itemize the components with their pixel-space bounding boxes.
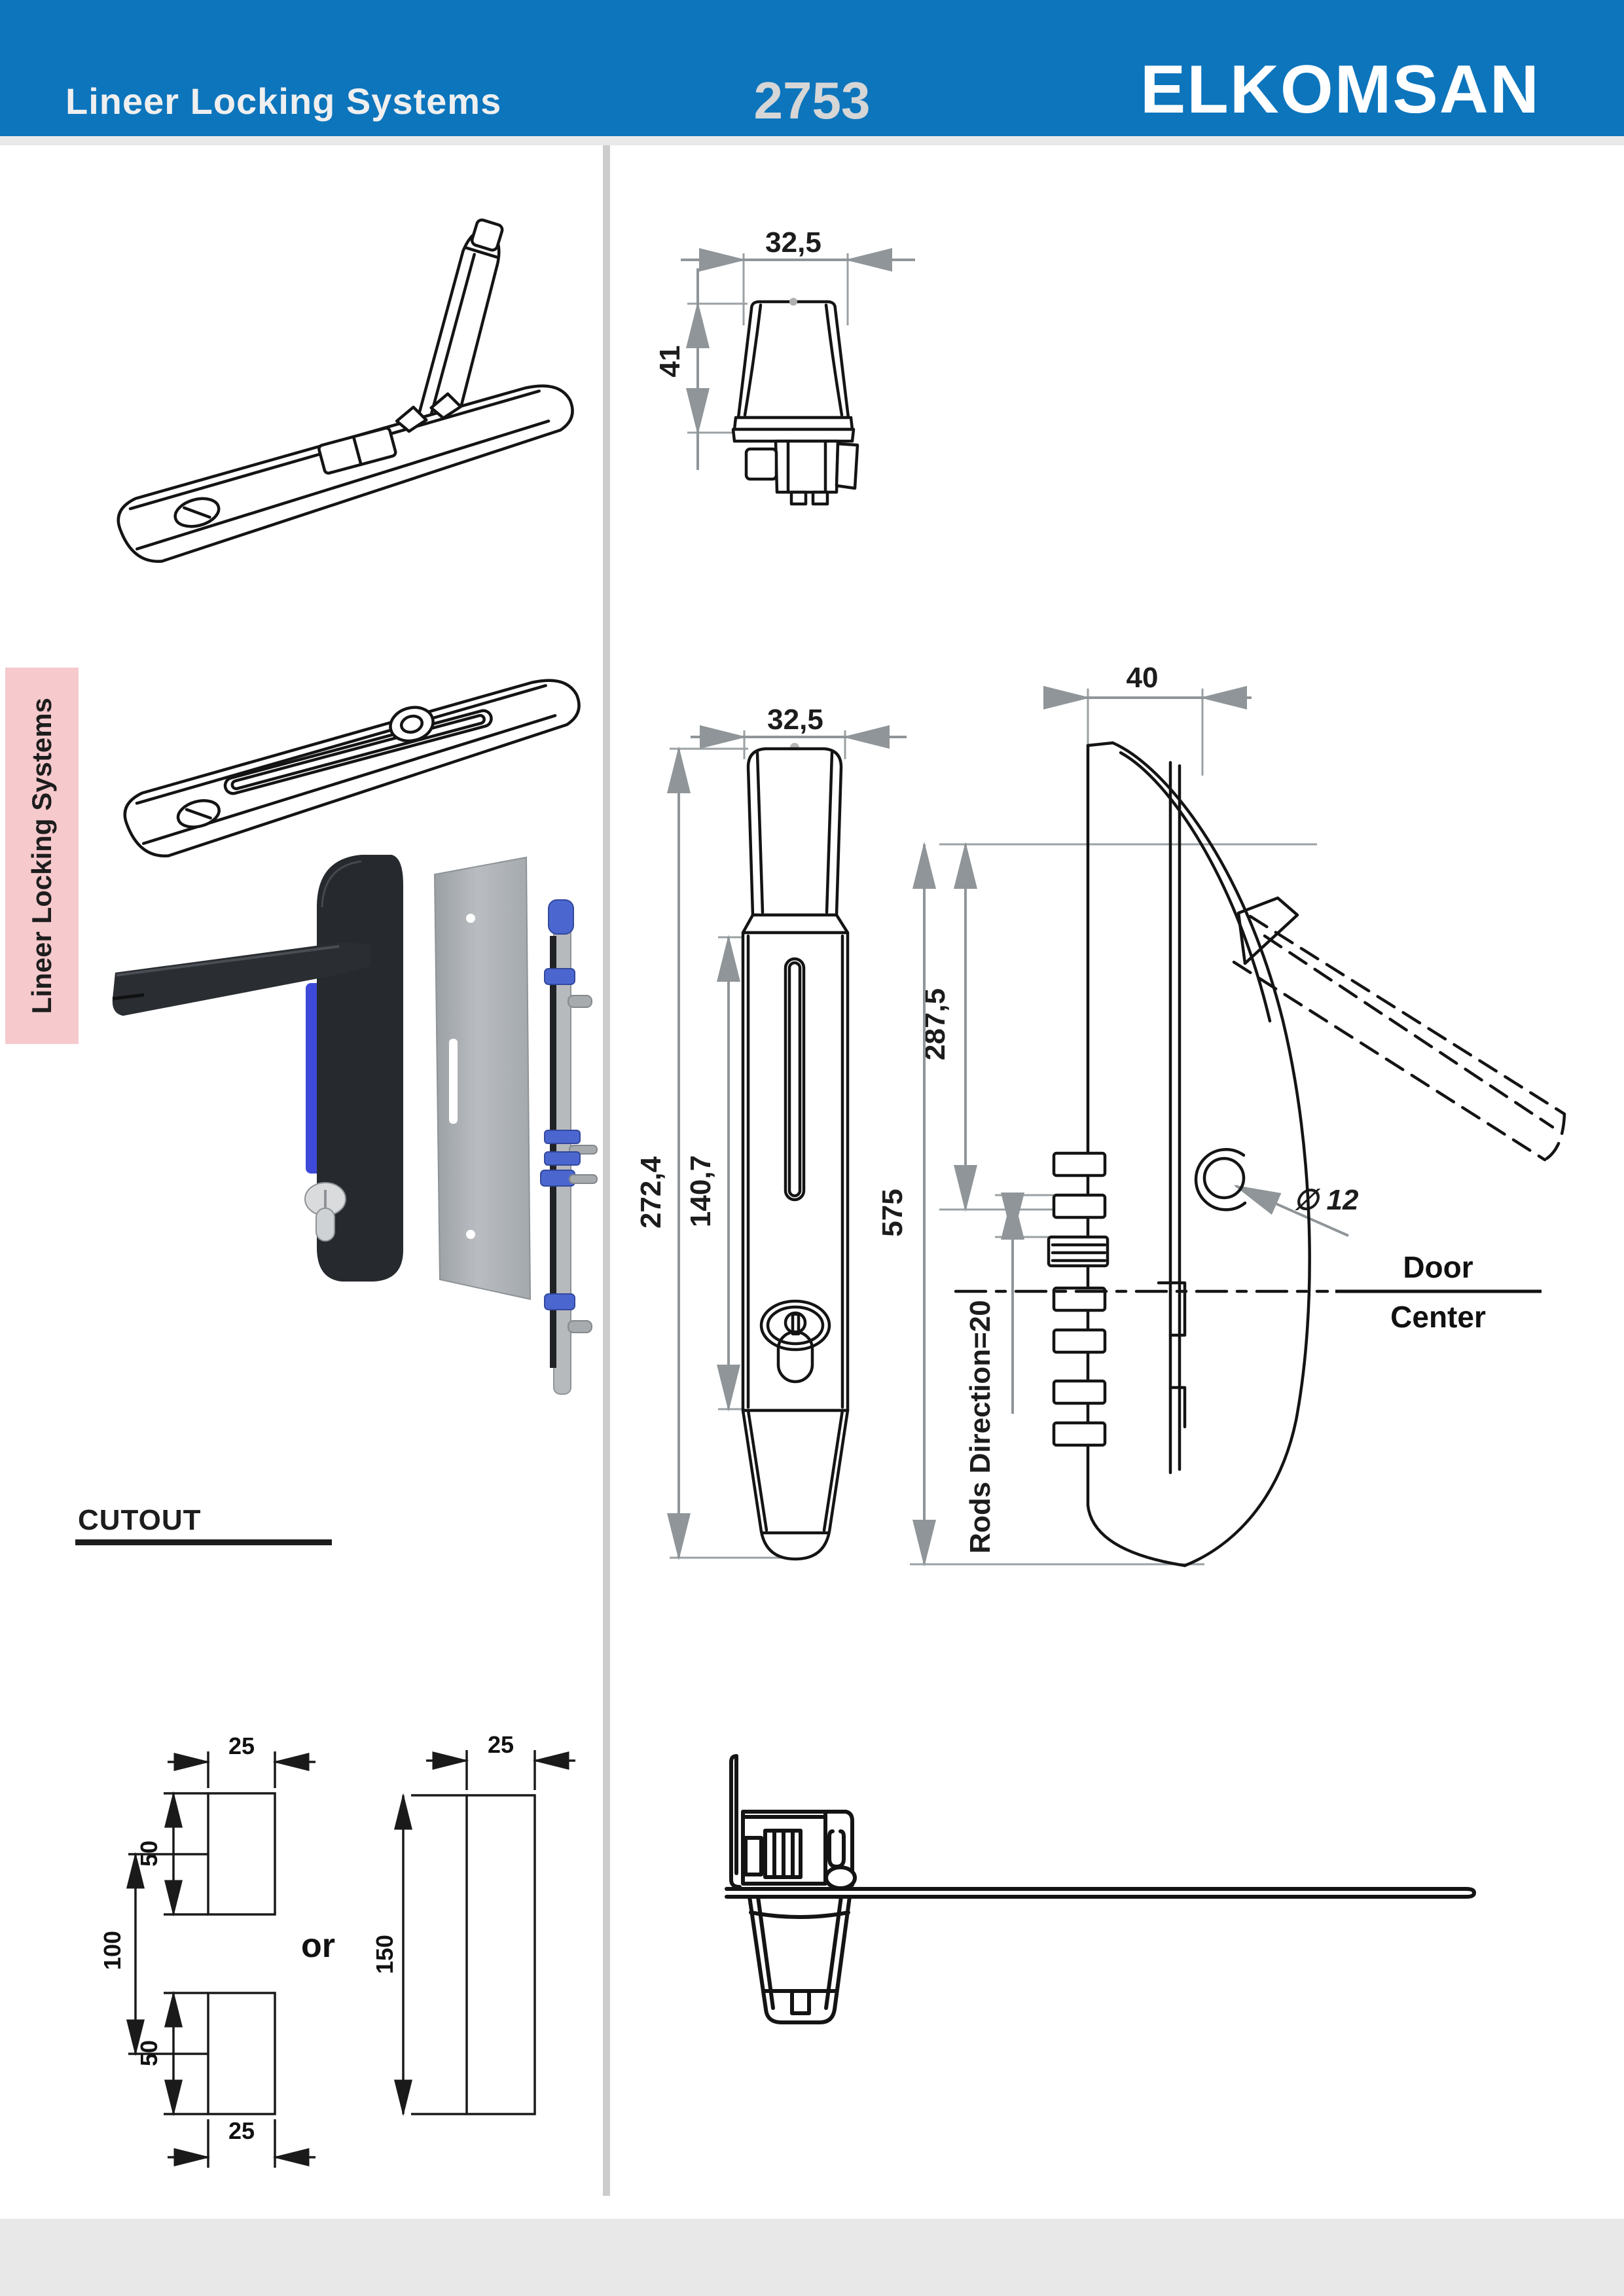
rod-fingers xyxy=(1047,1151,1110,1447)
column-divider xyxy=(603,145,610,2196)
side-view-depth-dim: 40 xyxy=(1127,662,1159,694)
front-view-rod-span-dim: 575 xyxy=(876,1189,909,1236)
gasket-plate xyxy=(433,856,532,1300)
iso-closed-base xyxy=(123,679,581,857)
cutout-title-underline xyxy=(75,1539,332,1545)
end-view-width-dim: 32,5 xyxy=(765,226,821,259)
page-header: Lineer Locking Systems 2753 ELKOMSAN xyxy=(0,0,1624,136)
end-view-drawing: 32,5 41 xyxy=(654,226,915,506)
rod-assembly xyxy=(540,899,598,1395)
black-handle-body xyxy=(112,855,403,1282)
front-view-grip-dim: 140,7 xyxy=(685,1155,717,1227)
front-view-drawing: 32,5 272,4 140,7 xyxy=(635,704,907,1561)
side-tab-category: Lineer Locking Systems xyxy=(5,668,79,1044)
side-view-drawing: 40 287,5 575 Rods Direction=20 ∅ 12 xyxy=(876,662,1566,1568)
door-center-label-bottom: Center xyxy=(1390,1300,1486,1334)
end-view-dims: 32,5 41 xyxy=(654,226,915,470)
side-view-dims: 40 287,5 575 Rods Direction=20 ∅ 12 xyxy=(876,662,1359,1567)
cutout-left-spacing: 100 xyxy=(99,1931,126,1970)
side-view-part: Door Center xyxy=(954,741,1566,1568)
cutout-drawing: 25 50 100 50 25 or xyxy=(99,1731,575,2168)
front-view-dims: 32,5 272,4 140,7 xyxy=(635,704,907,1560)
rods-direction-note: Rods Direction=20 xyxy=(964,1300,996,1554)
hole-diameter-dim: ∅ 12 xyxy=(1293,1184,1359,1216)
iso-open-base xyxy=(117,384,574,563)
header-category-title: Lineer Locking Systems xyxy=(65,81,502,122)
cutout-right-width: 25 xyxy=(488,1731,514,1758)
front-view-overall-dim: 272,4 xyxy=(635,1156,667,1229)
product-code: 2753 xyxy=(753,71,871,130)
exploded-view-drawing xyxy=(112,855,598,1395)
section-view-part xyxy=(725,1754,1476,2024)
front-view-width-dim: 32,5 xyxy=(767,704,823,736)
door-center-label-top: Door xyxy=(1403,1250,1473,1284)
cutout-left-bottom-width: 25 xyxy=(228,2117,255,2144)
brand-logo: ELKOMSAN xyxy=(1140,52,1540,128)
cutout-left-bottom-height: 50 xyxy=(135,2040,162,2066)
isometric-handles-drawing xyxy=(117,218,581,857)
cutout-section-title: CUTOUT xyxy=(78,1504,202,1536)
section-view-drawing xyxy=(725,1754,1476,2024)
page-footer: 04-12 xyxy=(0,2219,1624,2296)
front-view-part xyxy=(741,743,850,1561)
cutout-right-figure: 25 150 xyxy=(371,1731,575,2117)
cutout-or-label: or xyxy=(301,1927,335,1965)
cutout-left-figure: 25 50 100 50 25 xyxy=(99,1732,316,2168)
side-tab-label: Lineer Locking Systems xyxy=(26,697,57,1014)
cutout-right-height: 150 xyxy=(371,1935,398,1974)
end-view-height-dim: 41 xyxy=(654,346,686,378)
cutout-left-top-width: 25 xyxy=(228,1732,255,1759)
end-view-part xyxy=(731,298,859,506)
